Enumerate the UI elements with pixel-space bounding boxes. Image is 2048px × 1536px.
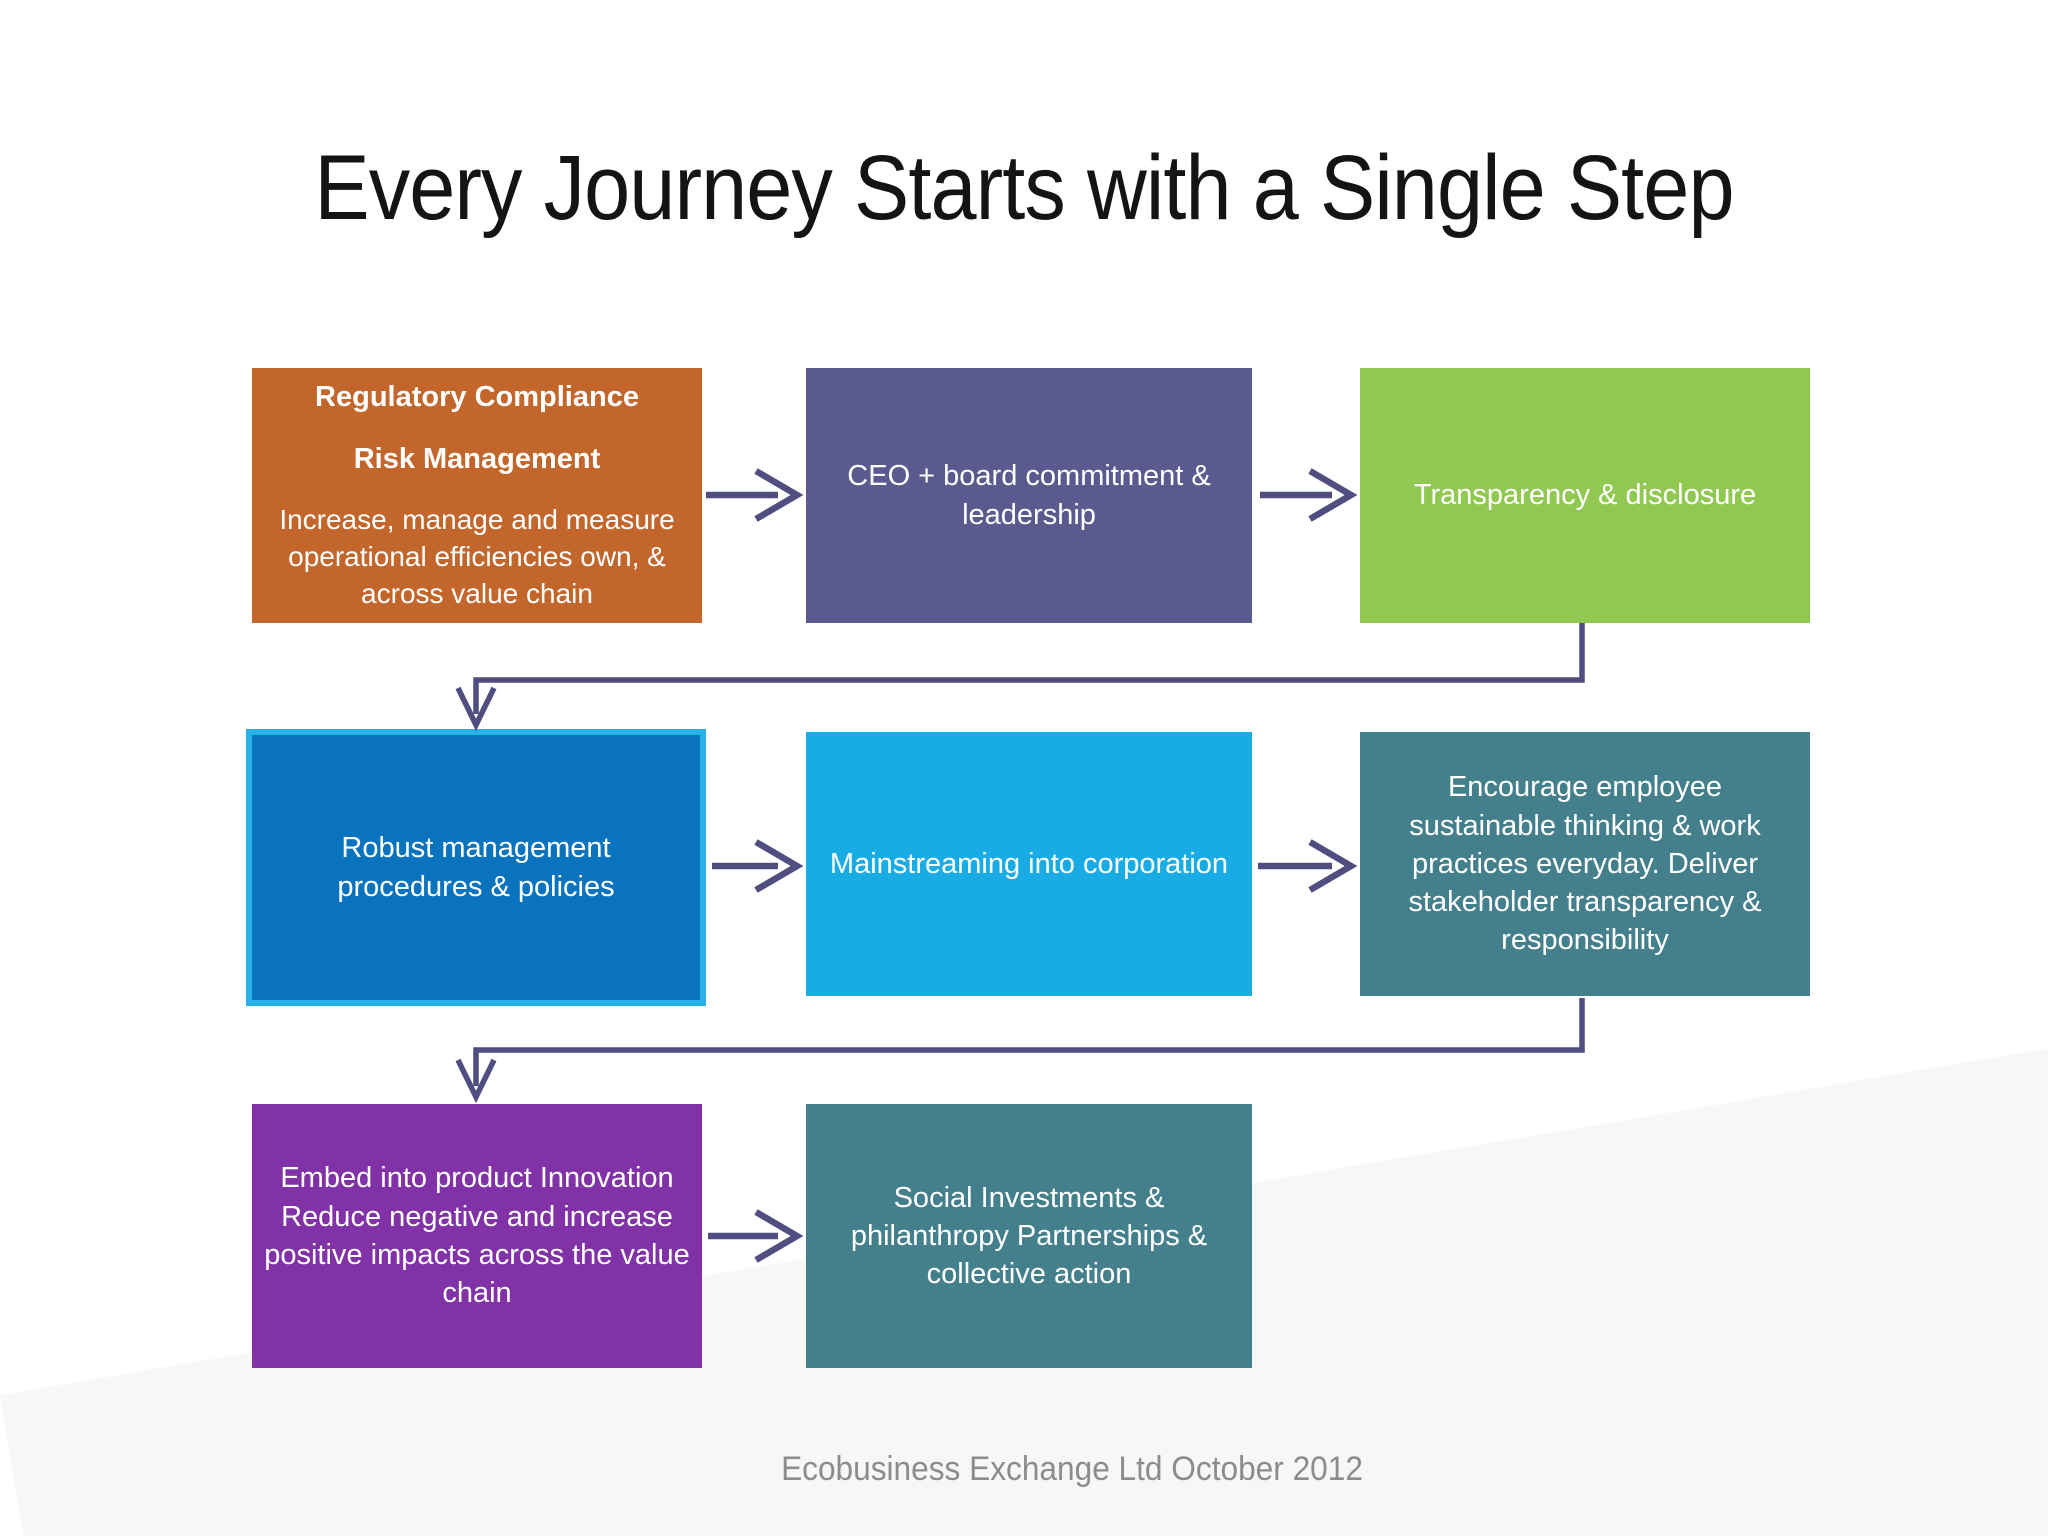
box-regulatory-compliance: Regulatory Compliance Risk Management In… — [252, 368, 702, 623]
box-heading: Risk Management — [353, 443, 601, 476]
box-transparency-disclosure: Transparency & disclosure — [1360, 368, 1810, 623]
box-text: Mainstreaming into corporation — [829, 847, 1229, 880]
elbow-connector-down-icon — [455, 998, 1585, 1104]
box-heading: Regulatory Compliance — [315, 380, 639, 413]
box-embed-product-innovation: Embed into product Innovation Reduce neg… — [252, 1104, 702, 1368]
box-ceo-board-commitment: CEO + board commitment & leadership — [806, 368, 1252, 623]
arrow-right-icon — [706, 468, 804, 522]
arrow-right-icon — [712, 839, 804, 893]
arrow-right-icon — [708, 1209, 804, 1263]
arrow-right-icon — [1258, 839, 1358, 893]
box-text: Social Investments & philanthropy Partne… — [850, 1181, 1208, 1291]
box-robust-management: Robust management procedures & policies — [246, 729, 706, 1006]
box-social-investments: Social Investments & philanthropy Partne… — [806, 1104, 1252, 1368]
slide-title: Every Journey Starts with a Single Step — [314, 137, 1734, 239]
box-text: Encourage employee sustainable thinking … — [1408, 771, 1762, 957]
box-text: Robust management procedures & policies — [337, 832, 615, 903]
arrow-right-icon — [1260, 468, 1358, 522]
elbow-connector-down-icon — [455, 623, 1585, 732]
box-mainstreaming: Mainstreaming into corporation — [806, 732, 1252, 996]
box-encourage-employee: Encourage employee sustainable thinking … — [1360, 732, 1810, 996]
slide-footer: Ecobusiness Exchange Ltd October 2012 — [781, 1450, 1363, 1488]
box-text: Embed into product Innovation Reduce neg… — [264, 1162, 690, 1310]
box-text: Increase, manage and measure operational… — [279, 504, 675, 610]
box-text: CEO + board commitment & leadership — [847, 460, 1211, 531]
box-text: Transparency & disclosure — [1413, 479, 1757, 512]
